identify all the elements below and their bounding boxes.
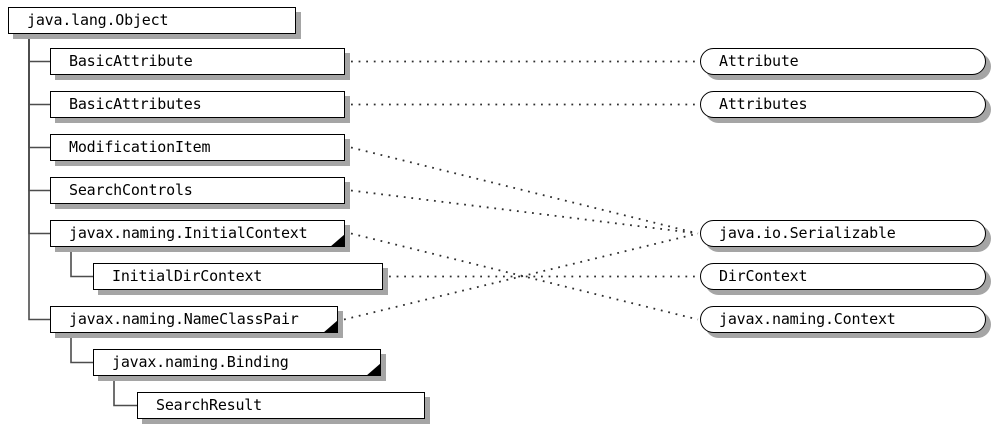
node-label: Attribute [719,52,799,70]
implements-dotted-lines [343,60,699,321]
class-node-initialdircontext: InitialDirContext [93,263,383,290]
node-label: SearchControls [69,181,193,199]
node-label: javax.naming.NameClassPair [69,310,299,328]
black-corner-triangle-icon [330,234,345,247]
extends-connector-object-nameclasspair [28,35,50,321]
node-label: java.io.Serializable [719,224,896,242]
extends-connector-nameclasspair-binding [70,334,93,364]
node-label: javax.naming.Context [719,310,896,328]
class-node-modificationitem: ModificationItem [50,134,345,161]
implements-dotted-line-searchcontrols-serializable [350,189,699,235]
extends-connector-object-basicattributes [28,35,50,106]
interface-node-attributes: Attributes [700,91,986,118]
class-node-nameclasspair: javax.naming.NameClassPair [50,306,338,333]
node-label: InitialDirContext [112,267,263,285]
interface-node-dircontext: DirContext [700,263,986,290]
class-node-basicattributes: BasicAttributes [50,91,345,118]
extends-connector-object-modificationitem [28,35,50,149]
extends-connector-object-basicattribute [28,35,50,63]
interface-node-context: javax.naming.Context [700,306,986,333]
node-label: Attributes [719,95,808,113]
implements-dotted-line-initialcontext-context [350,232,699,321]
implements-dotted-line-nameclasspair-serializable [343,232,699,321]
extends-connector-initialcontext-initialdircontext [70,248,93,278]
class-node-basicattribute: BasicAttribute [50,48,345,75]
node-label: BasicAttributes [69,95,202,113]
extends-connector-binding-searchresult [113,377,137,407]
extends-connector-object-initialcontext [28,35,50,235]
node-label: javax.naming.Binding [112,353,289,371]
node-label: DirContext [719,267,808,285]
interface-node-serializable: java.io.Serializable [700,220,986,247]
implements-dotted-line-modificationitem-serializable [350,146,699,235]
black-corner-triangle-icon [366,363,381,376]
class-node-initialcontext: javax.naming.InitialContext [50,220,345,247]
class-node-searchresult: SearchResult [137,392,425,419]
class-node-object: java.lang.Object [8,7,296,34]
black-corner-triangle-icon [323,320,338,333]
class-node-searchcontrols: SearchControls [50,177,345,204]
interface-node-attribute: Attribute [700,48,986,75]
node-label: javax.naming.InitialContext [69,224,308,242]
node-label: BasicAttribute [69,52,193,70]
node-label: java.lang.Object [27,11,169,29]
class-node-binding: javax.naming.Binding [93,349,381,376]
node-label: SearchResult [156,396,262,414]
node-label: ModificationItem [69,138,211,156]
extends-connector-object-searchcontrols [28,35,50,192]
